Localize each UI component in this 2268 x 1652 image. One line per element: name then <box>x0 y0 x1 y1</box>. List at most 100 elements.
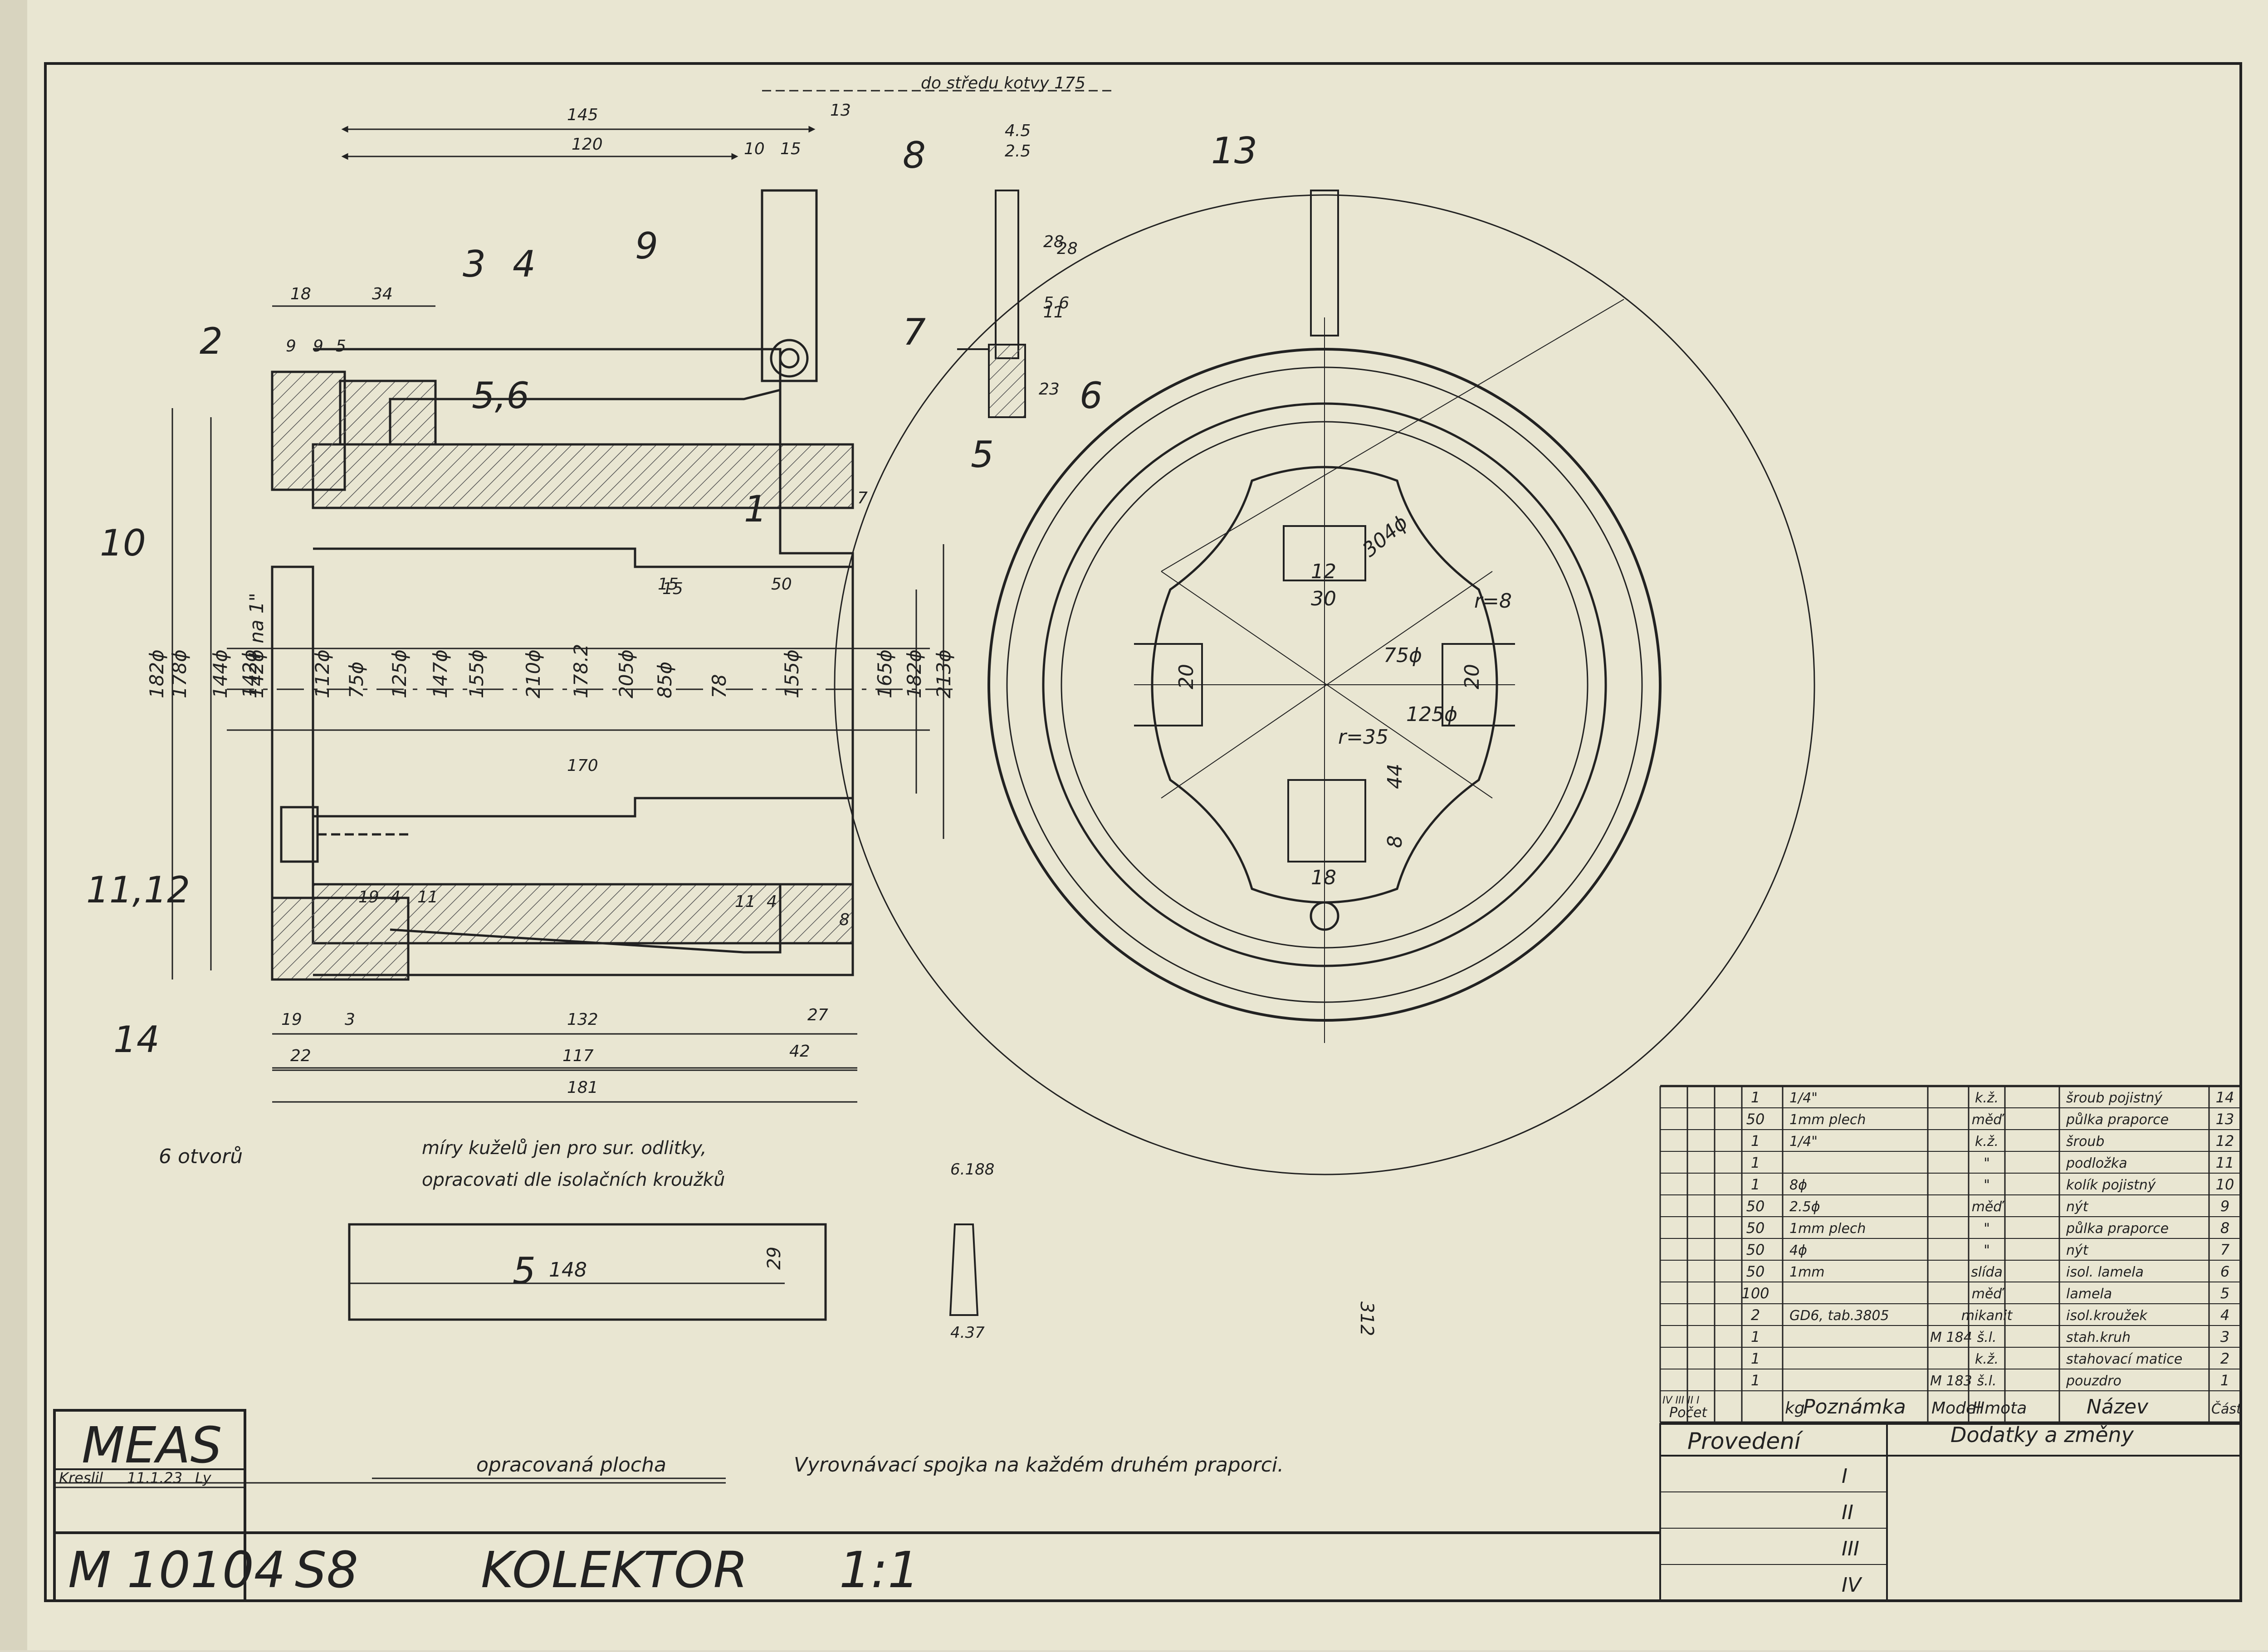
company-name: MEAS <box>82 1416 222 1474</box>
part-material: " <box>1984 1243 1990 1258</box>
part-name: stah.kruh <box>2066 1330 2131 1345</box>
part-qty: 50 <box>1746 1263 1765 1280</box>
dim-bottom: 27 <box>807 1006 828 1024</box>
part-material: k.ž. <box>1975 1134 1999 1150</box>
part-name: půlka praporce <box>2066 1221 2169 1237</box>
dim-bottom: 170 <box>567 756 598 775</box>
inner-bore <box>1151 466 1498 904</box>
ring-2-lower-hatch <box>271 897 410 981</box>
part-qty: 50 <box>1746 1111 1765 1128</box>
part-note: 1/4" <box>1789 1090 1818 1106</box>
dim-front: 18 <box>1311 866 1336 889</box>
dim-diameter: 182ϕ <box>903 649 925 698</box>
dovetail-bottom <box>390 883 782 954</box>
part-note: 1mm plech <box>1789 1221 1866 1237</box>
callout-6: 6 <box>1080 375 1103 417</box>
part-name: podložka <box>2066 1155 2127 1171</box>
dim-top: 11 <box>1043 303 1064 322</box>
dim-top: 120 <box>572 135 603 154</box>
callout-8: 8 <box>903 134 926 176</box>
note-holes: 6 otvorů <box>159 1145 243 1168</box>
part-material: k.ž. <box>1975 1351 1999 1367</box>
paper-edge-left <box>0 0 27 1650</box>
dim-top: 13 <box>830 101 851 120</box>
drawing-frame <box>44 62 2242 1602</box>
dim-top: 28 <box>1043 233 1064 251</box>
dim-bottom: 3 <box>345 1010 355 1029</box>
dim-bottom: 11 <box>417 888 438 906</box>
note-armature-center: do středu kotvy 175 <box>921 74 1085 93</box>
dim-top: 34 <box>372 285 393 303</box>
part-material: měď <box>1972 1199 2005 1215</box>
dim-diameter: 210ϕ <box>522 649 544 698</box>
part-number: 9 <box>2220 1198 2229 1215</box>
dim-bottom: 4 <box>390 888 401 906</box>
dim-top: 4.5 <box>1005 122 1031 140</box>
dim-bottom: 19 <box>358 888 379 906</box>
callout-5-6: 5,6 <box>472 375 529 417</box>
part-qty: 1 <box>1751 1132 1760 1150</box>
dovetail-top <box>389 388 782 446</box>
part-note: 1mm <box>1789 1264 1825 1280</box>
dim-wedge-bottom: 4.37 <box>950 1324 985 1342</box>
part-number: 1 <box>2220 1372 2229 1389</box>
dim-top: 145 <box>567 106 598 124</box>
dim-diameter: 182ϕ <box>146 649 168 698</box>
callout-11-12: 11,12 <box>86 869 190 911</box>
part-name: lamela <box>2066 1286 2112 1302</box>
note-equalizer: Vyrovnávací spojka na každém druhém prap… <box>794 1453 1284 1477</box>
part-name: nýt <box>2066 1243 2089 1258</box>
dim-diameter: 142ϕ na 1" <box>245 593 268 698</box>
dim-top: 2.5 <box>1005 142 1031 161</box>
part-note: 2.5ϕ <box>1789 1199 1820 1215</box>
callout-5: 5 <box>513 1250 536 1292</box>
revision-row-IV: IV <box>1842 1574 1862 1597</box>
part-qty: 100 <box>1741 1285 1769 1302</box>
side-dimension-lines <box>171 90 1111 1103</box>
dim-top: 10 <box>744 140 765 158</box>
dim-wedge-top: 6.188 <box>950 1160 994 1179</box>
header-nazev: Název <box>2087 1395 2149 1418</box>
diag-4 <box>1161 571 1493 799</box>
dim-lamella-height: 29 <box>764 1247 785 1270</box>
header-cast: Část <box>2211 1400 2242 1417</box>
drawing-scale: 1:1 <box>839 1541 919 1599</box>
dim-diameter: 112ϕ <box>311 649 333 698</box>
dim-front: 8 <box>1383 835 1407 848</box>
part-qty: 50 <box>1746 1219 1765 1237</box>
ring-3-hatch <box>271 370 346 491</box>
dim-top: 5.6 <box>1043 294 1069 312</box>
dim-front: 125ϕ <box>1406 703 1457 726</box>
part-number: 7 <box>2220 1241 2230 1258</box>
part-number: 6 <box>2220 1263 2229 1280</box>
part-qty: 1 <box>1751 1372 1760 1389</box>
side-section-view <box>227 189 953 981</box>
header-pocet: Počet <box>1669 1405 1707 1421</box>
part-name: šroub pojistný <box>2066 1090 2163 1106</box>
hub-outline <box>271 565 314 899</box>
part-qty: 1 <box>1751 1350 1760 1367</box>
dim-diameter: 155ϕ <box>781 649 803 698</box>
callout-14: 14 <box>113 1018 160 1061</box>
lamella-5-detail <box>348 1223 827 1321</box>
part-qty: 1 <box>1751 1089 1760 1106</box>
part-note: 1/4" <box>1789 1134 1818 1150</box>
front-view <box>834 190 1815 1175</box>
dim-diameter: 147ϕ <box>429 649 451 698</box>
dim-bottom: 15 <box>662 580 683 598</box>
dim-diameter: 213ϕ <box>933 649 955 698</box>
note-cone-2: opracovati dle isolačních kroužků <box>422 1170 725 1190</box>
part-material: š.l. <box>1977 1330 1996 1345</box>
part-material: měď <box>1972 1112 2005 1128</box>
part-number: 3 <box>2220 1328 2229 1345</box>
dodatky-label: Dodatky a změny <box>1950 1423 2134 1447</box>
callout-3: 3 <box>463 243 486 285</box>
part-qty: 1 <box>1751 1154 1760 1171</box>
part-name: půlka praporce <box>2066 1112 2169 1128</box>
part-number: 10 <box>2216 1176 2234 1193</box>
part-material: k.ž. <box>1975 1090 1999 1106</box>
riser-detail <box>957 190 1026 418</box>
dim-lamella-length: 148 <box>549 1258 587 1282</box>
